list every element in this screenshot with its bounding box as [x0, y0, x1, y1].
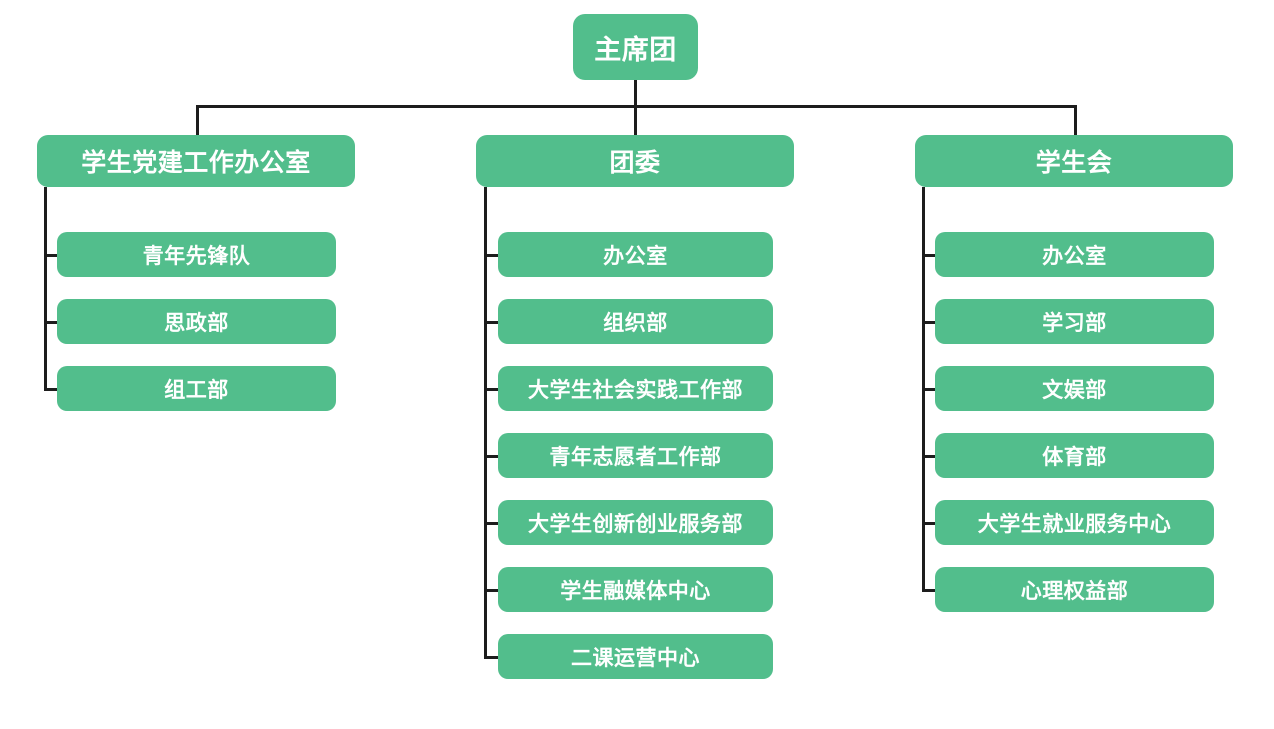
org-node-b1-child-2[interactable]: 思政部: [57, 299, 336, 344]
org-node-b3-child-3[interactable]: 文娱部: [935, 366, 1214, 411]
connector-drop-branch-2: [634, 105, 637, 135]
connector-stub-b3-c1: [922, 254, 937, 257]
connector-stub-b1-c2: [44, 321, 59, 324]
org-node-b2-child-5[interactable]: 大学生创新创业服务部: [498, 500, 773, 545]
org-node-b2-child-4[interactable]: 青年志愿者工作部: [498, 433, 773, 478]
org-node-b2-child-3[interactable]: 大学生社会实践工作部: [498, 366, 773, 411]
connector-stub-b3-c2: [922, 321, 937, 324]
connector-drop-branch-3: [1074, 105, 1077, 135]
org-node-b3-child-6[interactable]: 心理权益部: [935, 567, 1214, 612]
org-node-b2-child-1[interactable]: 办公室: [498, 232, 773, 277]
org-node-root[interactable]: 主席团: [573, 14, 698, 80]
org-node-branch-party-building[interactable]: 学生党建工作办公室: [37, 135, 355, 187]
org-node-b1-child-3[interactable]: 组工部: [57, 366, 336, 411]
connector-stub-b3-c6: [922, 589, 937, 592]
org-node-b1-child-1[interactable]: 青年先锋队: [57, 232, 336, 277]
org-node-b3-child-4[interactable]: 体育部: [935, 433, 1214, 478]
connector-stub-b2-c7: [484, 656, 499, 659]
connector-drop-branch-1: [196, 105, 199, 135]
org-node-b3-child-5[interactable]: 大学生就业服务中心: [935, 500, 1214, 545]
connector-stub-b2-c4: [484, 455, 499, 458]
org-node-b2-child-7[interactable]: 二课运营中心: [498, 634, 773, 679]
connector-stub-b2-c3: [484, 388, 499, 391]
connector-stub-b3-c5: [922, 522, 937, 525]
connector-stub-b1-c3: [44, 388, 59, 391]
org-node-branch-league-committee[interactable]: 团委: [476, 135, 794, 187]
connector-spine-branch-1: [44, 187, 47, 389]
org-node-b2-child-6[interactable]: 学生融媒体中心: [498, 567, 773, 612]
connector-stub-b1-c1: [44, 254, 59, 257]
connector-stub-b2-c2: [484, 321, 499, 324]
org-node-b2-child-2[interactable]: 组织部: [498, 299, 773, 344]
org-node-b3-child-2[interactable]: 学习部: [935, 299, 1214, 344]
org-node-b3-child-1[interactable]: 办公室: [935, 232, 1214, 277]
connector-spine-branch-2: [484, 187, 487, 659]
connector-stub-b2-c1: [484, 254, 499, 257]
connector-root-stem: [634, 80, 637, 107]
org-node-branch-student-union[interactable]: 学生会: [915, 135, 1233, 187]
connector-stub-b3-c3: [922, 388, 937, 391]
connector-stub-b2-c5: [484, 522, 499, 525]
connector-stub-b3-c4: [922, 455, 937, 458]
connector-stub-b2-c6: [484, 589, 499, 592]
